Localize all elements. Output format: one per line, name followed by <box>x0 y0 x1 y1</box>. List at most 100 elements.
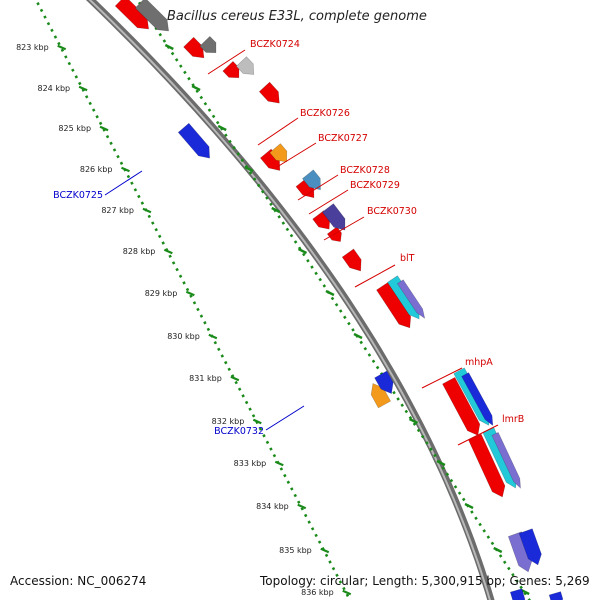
gene-label: lmrB <box>502 414 524 425</box>
gene-label-leader <box>421 367 463 389</box>
gene-label: BCZK0724 <box>250 39 300 50</box>
gene-arrow-shape <box>396 279 426 319</box>
outer-tick-mark <box>436 459 446 467</box>
gene-arrow-shape <box>442 376 481 436</box>
outer-tick-mark <box>408 417 419 425</box>
gene-arrow <box>302 169 321 191</box>
gene-arrow <box>258 81 280 104</box>
gene-label: BCZK0729 <box>350 180 400 191</box>
inner-scale-dotted-line <box>34 0 352 600</box>
scale-tick-mark <box>274 460 284 467</box>
gene-label-leader <box>276 142 317 168</box>
scale-tick-mark <box>297 503 307 510</box>
gene-label: BCZK0728 <box>340 165 390 176</box>
scale-tick-label: 832 kbp <box>212 417 245 426</box>
scale-tick-mark <box>252 418 262 425</box>
scale-tick-label: 834 kbp <box>256 502 289 511</box>
gene-arrow <box>134 0 169 32</box>
gene-label-leader <box>354 264 396 288</box>
gene-arrow-shape <box>177 122 210 159</box>
scale-tick-mark <box>208 333 218 340</box>
scale-tick-label: 824 kbp <box>38 84 71 93</box>
gene-arrow <box>548 591 564 600</box>
gene-arrow <box>269 143 288 163</box>
gene-arrow-shape <box>341 248 362 272</box>
scale-tick-label: 823 kbp <box>16 43 49 52</box>
accession-text: Accession: NC_006274 <box>10 574 147 588</box>
scale-tick-mark <box>163 248 173 255</box>
outer-tick-mark <box>217 124 227 132</box>
scale-tick-mark <box>142 207 152 214</box>
gene-arrow <box>396 279 426 319</box>
outer-tick-mark <box>297 247 308 255</box>
gene-arrow <box>341 248 362 272</box>
scale-tick-mark <box>121 166 130 173</box>
gene-arrow <box>509 588 526 600</box>
outer-tick-mark <box>191 84 201 92</box>
outer-tick-mark <box>244 165 254 173</box>
gene-label-leader <box>257 117 299 146</box>
gene-arrow-shape <box>199 35 217 54</box>
gene-arrow <box>235 56 255 75</box>
gene-label-leader <box>323 216 365 241</box>
scale-tick-mark <box>342 589 352 596</box>
gene-arrow-shape <box>321 203 346 231</box>
gene-arrow <box>374 370 394 395</box>
scale-tick-label: 830 kbp <box>167 332 200 341</box>
genome-summary-text: Topology: circular; Length: 5,300,915 bp… <box>260 574 590 588</box>
gene-label: BCZK0725 <box>53 190 103 201</box>
gene-arrow-shape <box>374 370 394 395</box>
scale-tick-label: 835 kbp <box>279 546 312 555</box>
gene-arrow-shape <box>548 591 564 600</box>
gene-arrow-shape <box>258 81 280 104</box>
outer-tick-mark <box>464 502 474 510</box>
outer-scale-dotted-line <box>136 0 531 600</box>
gene-arrow <box>442 376 481 436</box>
gene-arrow <box>491 431 521 489</box>
gene-label: mhpA <box>465 357 493 368</box>
scale-tick-label: 826 kbp <box>80 165 113 174</box>
gene-arrow-shape <box>518 528 542 566</box>
scale-tick-mark <box>78 85 88 92</box>
gene-arrow-shape <box>491 431 521 489</box>
gene-label-leader <box>457 424 499 446</box>
outer-tick-mark <box>520 588 530 596</box>
gene-label: BCZK0732 <box>214 426 264 437</box>
gene-label: BCZK0726 <box>300 108 350 119</box>
gene-label: BCZK0727 <box>318 133 368 144</box>
gene-arrow <box>461 372 494 427</box>
outer-tick-mark <box>325 289 335 297</box>
scale-tick-label: 831 kbp <box>189 374 222 383</box>
gene-arrow-shape <box>134 0 169 32</box>
gene-label-leader <box>297 174 339 201</box>
gene-label: BCZK0730 <box>367 206 417 217</box>
outer-tick-mark <box>353 332 363 340</box>
scale-tick-label: 833 kbp <box>234 459 267 468</box>
scale-tick-label: 829 kbp <box>145 289 178 298</box>
outer-tick-mark <box>271 206 281 214</box>
gene-label-leader <box>265 405 305 431</box>
gene-arrow-shape <box>302 169 321 191</box>
gene-arrow-shape <box>235 56 255 75</box>
gene-arrow <box>518 528 542 566</box>
gene-label-leader <box>104 170 143 196</box>
scale-tick-mark <box>230 375 240 382</box>
scale-tick-label: 828 kbp <box>123 247 156 256</box>
gene-arrow-shape <box>269 143 288 163</box>
scale-tick-label: 836 kbp <box>301 588 334 597</box>
outer-tick-mark <box>164 43 174 51</box>
gene-arrow <box>199 35 217 54</box>
scale-tick-mark <box>57 44 67 51</box>
scale-tick-mark <box>99 125 109 132</box>
scale-tick-label: 827 kbp <box>101 206 134 215</box>
gene-label-leader <box>207 49 246 75</box>
outer-tick-mark <box>493 546 503 554</box>
gene-arrow-shape <box>461 372 494 427</box>
scale-tick-mark <box>185 290 195 297</box>
gene-label: blT <box>400 253 415 264</box>
scale-tick-label: 825 kbp <box>58 124 91 133</box>
gene-arrow-shape <box>509 588 526 600</box>
gene-arrow <box>177 122 210 159</box>
gene-arrow <box>321 203 346 231</box>
